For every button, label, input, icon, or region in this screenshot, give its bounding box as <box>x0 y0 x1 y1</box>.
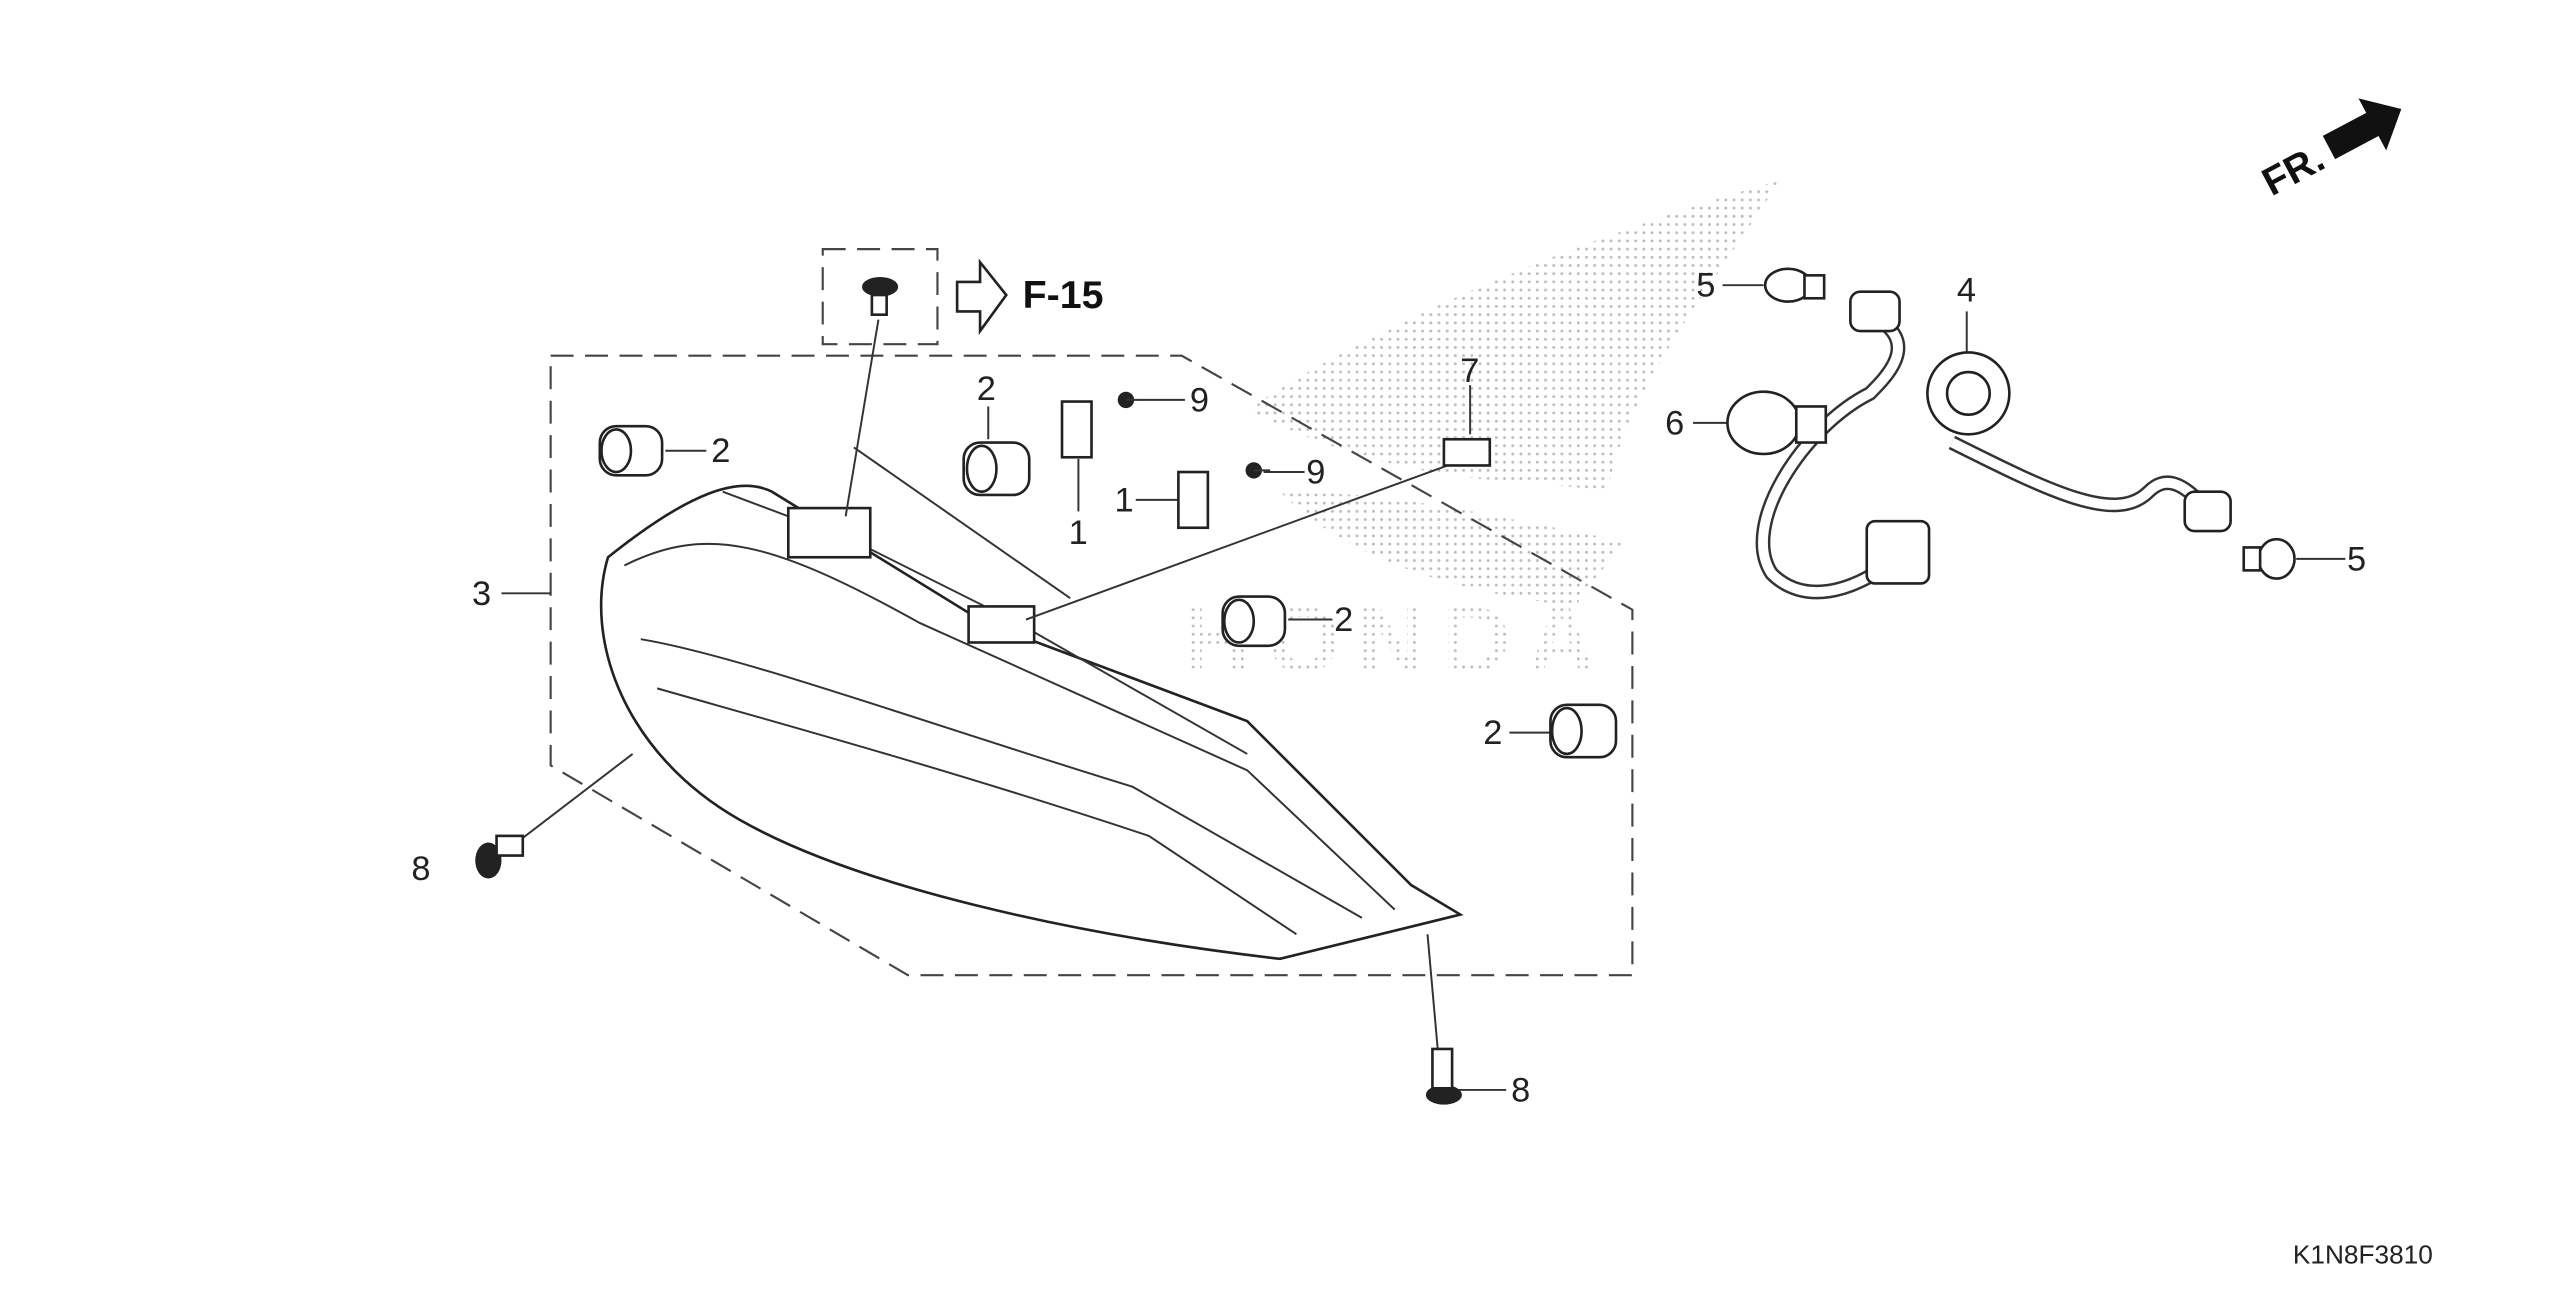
callout-grommet[interactable]: 2 <box>1483 714 1502 752</box>
bulb-icon <box>1763 267 1826 303</box>
grommet-icon <box>1549 703 1618 759</box>
nut-icon <box>1442 437 1492 467</box>
callout-nut[interactable]: 7 <box>1460 352 1479 390</box>
bolt-icon <box>475 834 525 879</box>
reference-arrow-icon <box>955 258 1008 336</box>
clip-icon <box>1177 470 1210 530</box>
callout-grommet[interactable]: 2 <box>711 432 730 470</box>
bulb-icon <box>2242 537 2296 580</box>
bolt-icon <box>1425 1047 1462 1105</box>
wire-harness <box>1755 290 2232 600</box>
bulb-icon <box>1726 390 1828 456</box>
diagram-code: K1N8F3810 <box>2293 1240 2433 1270</box>
callout-bulb[interactable]: 5 <box>2347 540 2366 578</box>
assembly-boundary <box>549 354 1634 977</box>
front-direction-label: FR. <box>2255 136 2332 205</box>
callout-bolt[interactable]: 8 <box>1511 1071 1530 1109</box>
arrow-right-icon <box>2322 98 2402 160</box>
callout-bulb[interactable]: 5 <box>1696 267 1715 305</box>
callout-bolt[interactable]: 8 <box>411 850 430 888</box>
screw-icon <box>1117 391 1143 409</box>
callout-clip[interactable]: 1 <box>1069 514 1088 552</box>
callout-tail-light[interactable]: 3 <box>472 575 491 613</box>
screw-icon <box>862 276 899 316</box>
reference-label[interactable]: F-15 <box>1023 273 1104 317</box>
grommet-icon <box>1221 595 1287 648</box>
screw-icon <box>1245 462 1271 479</box>
tail-light-lens <box>599 484 1464 961</box>
callout-socket[interactable]: 4 <box>1957 272 1976 310</box>
callouts: 2 2 1 9 1 9 7 2 2 3 8 8 5 4 6 5 <box>411 267 2366 1110</box>
front-direction-indicator: FR. <box>2255 98 2402 205</box>
callout-screw[interactable]: 9 <box>1306 454 1325 492</box>
callout-grommet[interactable]: 2 <box>977 370 996 408</box>
callout-clip[interactable]: 1 <box>1114 481 1133 519</box>
grommet-icon <box>962 441 1031 497</box>
callout-bulb[interactable]: 6 <box>1665 404 1684 442</box>
clip-icon <box>1060 400 1093 459</box>
callout-grommet[interactable]: 2 <box>1334 601 1353 639</box>
grommet-icon <box>598 424 664 477</box>
callout-screw[interactable]: 9 <box>1190 381 1209 419</box>
reference-box <box>821 248 939 346</box>
